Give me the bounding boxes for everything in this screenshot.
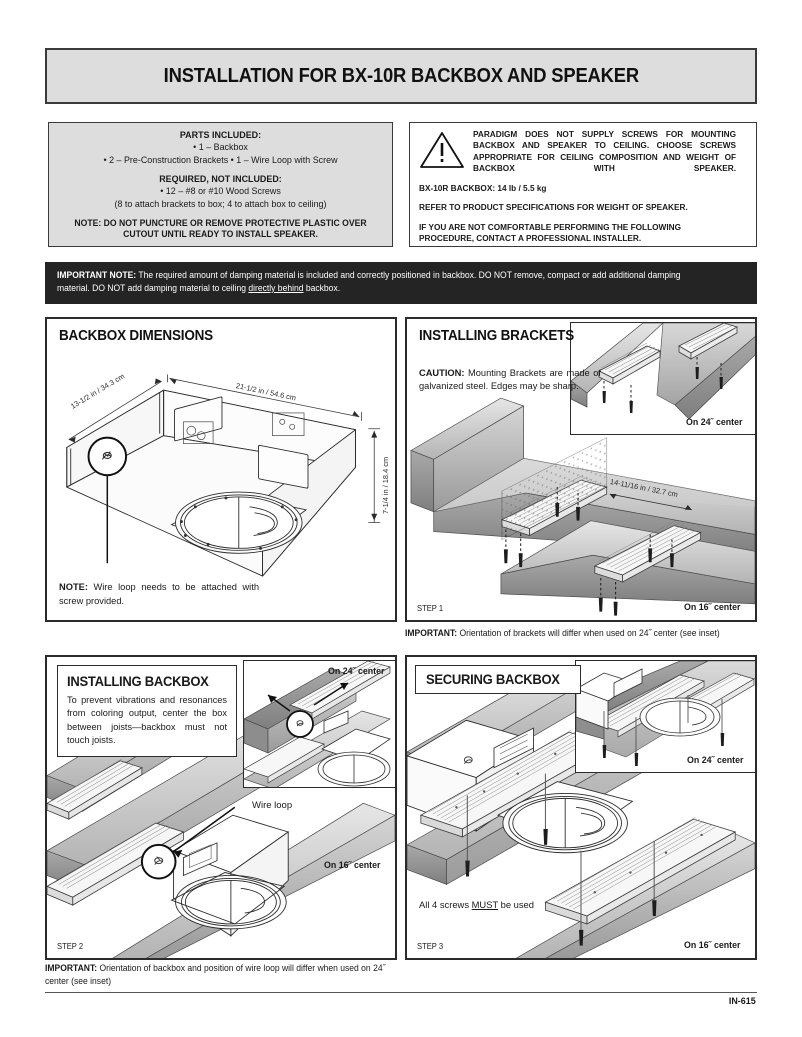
- wire-loop-label: Wire loop: [252, 800, 293, 811]
- brackets-important-caption: IMPORTANT: Orientation of brackets will …: [405, 627, 752, 640]
- install-inset-center-tag: On 24˝ center: [328, 666, 385, 677]
- installing-backbox-note: INSTALLING BACKBOX To prevent vibrations…: [57, 665, 237, 758]
- screws-note-pre: All 4 screws: [419, 899, 472, 910]
- warning-refer-specs: REFER TO PRODUCT SPECIFICATIONS FOR WEIG…: [419, 202, 688, 213]
- secure-inset-center-tag: On 24˝ center: [687, 755, 744, 766]
- backbox-isometric-drawing: [66, 374, 381, 577]
- install-main-center-tag: On 16˝ center: [324, 860, 381, 871]
- secure-main-center-tag: On 16˝ center: [684, 940, 741, 951]
- brackets-caution: CAUTION: Mounting Brackets are made of g…: [419, 367, 601, 394]
- brackets-caution-label: CAUTION:: [419, 368, 465, 378]
- installing-brackets-title: INSTALLING BRACKETS: [419, 328, 575, 344]
- important-note-bar: IMPORTANT NOTE: The required amount of d…: [45, 262, 757, 304]
- wire-loop-note: NOTE: Wire loop needs to be attached wit…: [59, 581, 259, 608]
- wire-loop-note-label: NOTE:: [59, 582, 88, 593]
- backbox-dimensions-title: BACKBOX DIMENSIONS: [59, 328, 214, 344]
- brackets-caution-text: Mounting Brackets are made of galvanized…: [419, 368, 601, 392]
- secure-step-label: STEP 3: [417, 942, 444, 951]
- important-note-text-2: backbox.: [303, 282, 341, 293]
- parts-required-item: (8 to attach brackets to box; 4 to attac…: [114, 198, 327, 210]
- panel-securing-backbox: SECURING BACKBOX: [405, 655, 757, 960]
- panel-backbox-dimensions: BACKBOX DIMENSIONS: [45, 317, 397, 622]
- parts-included-box: PARTS INCLUDED: • 1 – Backbox • 2 – Pre-…: [48, 122, 393, 247]
- panel-installing-backbox: INSTALLING BACKBOX To prevent vibrations…: [45, 655, 397, 960]
- securing-backbox-title-plate: SECURING BACKBOX: [415, 665, 581, 694]
- install-caption-label: IMPORTANT:: [45, 963, 98, 973]
- brackets-main-center-tag: On 16˝ center: [684, 602, 741, 613]
- brackets-caption-text: Orientation of brackets will differ when…: [457, 628, 720, 638]
- warning-box: PARADIGM DOES NOT SUPPLY SCREWS FOR MOUN…: [409, 122, 757, 247]
- wire-loop-note-text: Wire loop needs to be attached with scre…: [59, 582, 259, 606]
- brackets-step-label: STEP 1: [417, 604, 444, 613]
- warning-weight: BX-10R BACKBOX: 14 lb / 5.5 kg: [419, 182, 547, 193]
- screws-note-post: be used: [498, 899, 534, 910]
- install-caption-text: Orientation of backbox and position of w…: [45, 963, 386, 986]
- footer-divider: [45, 992, 757, 993]
- warning-triangle-icon: [419, 130, 465, 170]
- brackets-inset-center-tag: On 24˝ center: [686, 417, 743, 428]
- important-note-text-1: The required amount of damping material …: [57, 270, 681, 293]
- secure-inset-24: On 24˝ center: [575, 660, 755, 773]
- installing-backbox-body: To prevent vibrations and resonances fro…: [67, 695, 227, 746]
- panel-installing-brackets: INSTALLING BRACKETS CAUTION: Mounting Br…: [405, 317, 757, 622]
- installing-backbox-title: INSTALLING BACKBOX: [67, 673, 209, 689]
- brackets-inset-drawing: [571, 323, 755, 420]
- parts-included-item: • 1 – Backbox: [193, 142, 248, 153]
- securing-backbox-title: SECURING BACKBOX: [426, 671, 560, 687]
- warning-installer: IF YOU ARE NOT COMFORTABLE PERFORMING TH…: [419, 221, 682, 243]
- document-code: IN-615: [729, 996, 757, 1007]
- install-inset-24: On 24˝ center: [243, 660, 395, 788]
- page-header: INSTALLATION FOR BX-10R BACKBOX AND SPEA…: [45, 48, 757, 104]
- dimension-label-height: 7-1/4 in / 18.4 cm: [381, 456, 390, 514]
- warning-main-text: PARADIGM DOES NOT SUPPLY SCREWS FOR MOUN…: [473, 129, 737, 174]
- parts-included-item: • 2 – Pre-Construction Brackets • 1 – Wi…: [103, 154, 338, 166]
- parts-required-title: REQUIRED, NOT INCLUDED:: [159, 173, 282, 185]
- important-note-emphasis: directly behind: [248, 282, 304, 293]
- parts-required-item: • 12 – #8 or #10 Wood Screws: [160, 185, 281, 197]
- all-four-screws-note: All 4 screws MUST be used: [419, 899, 534, 910]
- brackets-joist-drawing: [410, 397, 755, 616]
- brackets-caption-label: IMPORTANT:: [405, 628, 458, 638]
- brackets-inset-24: On 24˝ center: [570, 322, 755, 435]
- secure-inset-drawing: [576, 661, 755, 766]
- install-important-caption: IMPORTANT: Orientation of backbox and po…: [45, 962, 387, 987]
- page-title: INSTALLATION FOR BX-10R BACKBOX AND SPEA…: [163, 64, 639, 87]
- install-step-label: STEP 2: [57, 942, 84, 951]
- important-note-label: IMPORTANT NOTE:: [57, 270, 137, 280]
- parts-note: NOTE: DO NOT PUNCTURE OR REMOVE PROTECTI…: [74, 217, 367, 240]
- parts-included-title: PARTS INCLUDED:: [179, 130, 262, 141]
- install-inset-drawing: [244, 661, 391, 787]
- screws-note-emphasis: MUST: [471, 899, 499, 910]
